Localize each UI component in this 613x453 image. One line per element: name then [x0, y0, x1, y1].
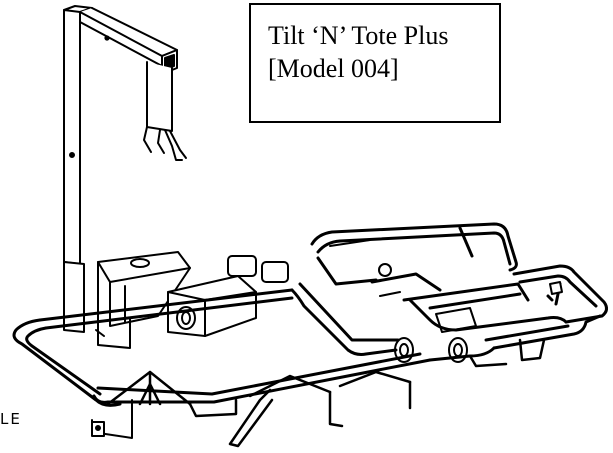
hanging-hook — [143, 61, 187, 161]
main-frame — [12, 282, 530, 407]
frame-hardware — [91, 281, 563, 437]
pipe-fittings — [227, 239, 477, 363]
rear-basket-frame — [310, 222, 518, 292]
corner-label: LE — [0, 410, 22, 428]
front-basket-frame — [408, 264, 609, 350]
product-name: Tilt ‘N’ Tote Plus — [268, 21, 449, 50]
model-number: [Model 004] — [268, 54, 399, 83]
title-box: Tilt ‘N’ Tote Plus [Model 004] — [249, 3, 501, 123]
under-trusses — [106, 338, 546, 448]
top-arm — [79, 7, 178, 75]
vertical-mast — [63, 5, 93, 265]
mast-base — [63, 261, 133, 439]
